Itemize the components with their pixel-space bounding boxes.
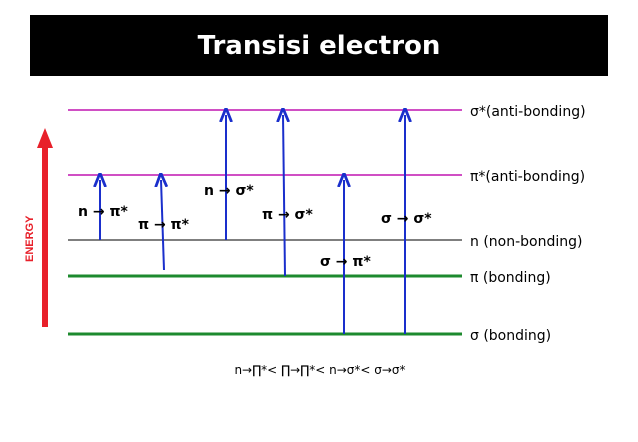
- energy-arrow-head: [37, 128, 53, 148]
- transition-label-pi-sigma-star: π → σ*: [262, 207, 313, 223]
- title-bar: Transisi electron: [30, 15, 608, 76]
- arrow-pi-sigma-star: [283, 115, 285, 277]
- transition-label-n-sigma-star: n → σ*: [204, 183, 254, 199]
- transition-energy-order: n→∏*< ∏→∏*< n→σ*< σ→σ*: [234, 363, 406, 377]
- level-label-sigma-star: σ*(anti-bonding): [470, 104, 586, 120]
- page-title: Transisi electron: [197, 30, 441, 61]
- level-label-sigma: σ (bonding): [470, 328, 551, 344]
- transition-label-sigma-sigma-star: σ → σ*: [381, 211, 432, 227]
- arrow-pi-pi-star: [161, 180, 164, 271]
- transition-label-sigma-pi-star: σ → π*: [320, 254, 371, 270]
- transition-label-pi-pi-star: π → π*: [138, 217, 190, 233]
- energy-label: ENERGY: [24, 215, 36, 262]
- level-label-pi: π (bonding): [470, 270, 551, 286]
- level-label-n: n (non-bonding): [470, 234, 582, 250]
- transition-label-n-pi-star: n → π*: [78, 204, 129, 220]
- energy-axis: ENERGY: [24, 128, 53, 327]
- level-label-pi-star: π*(anti-bonding): [470, 169, 585, 185]
